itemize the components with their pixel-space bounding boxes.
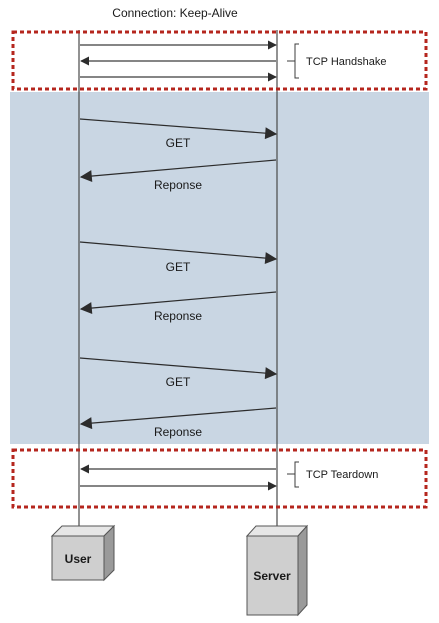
- user-box: [50, 524, 116, 582]
- server-label: Server: [253, 569, 291, 583]
- response-label-2: Reponse: [154, 309, 202, 323]
- response-arrow-1: [79, 159, 277, 183]
- response-arrow-3: [79, 407, 277, 430]
- get-label-1: GET: [166, 136, 191, 150]
- response-label-3: Reponse: [154, 425, 202, 439]
- user-label: User: [65, 552, 92, 566]
- teardown-phase-box: [11, 448, 428, 509]
- get-request-arrow-3: [79, 357, 278, 380]
- handshake-label: TCP Handshake: [306, 56, 387, 68]
- teardown-bracket: [287, 461, 299, 488]
- diagram-title: Connection: Keep-Alive: [112, 6, 238, 20]
- server-box: [245, 524, 309, 617]
- get-request-arrow-1: [79, 118, 278, 140]
- handshake-bracket: [287, 43, 299, 79]
- request-response-band: [10, 92, 429, 444]
- get-request-arrow-2: [79, 241, 278, 265]
- response-arrow-2: [79, 291, 277, 315]
- response-label-1: Reponse: [154, 178, 202, 192]
- handshake-phase-box: [11, 30, 428, 91]
- get-label-2: GET: [166, 260, 191, 274]
- teardown-label: TCP Teardown: [306, 469, 378, 481]
- get-label-3: GET: [166, 375, 191, 389]
